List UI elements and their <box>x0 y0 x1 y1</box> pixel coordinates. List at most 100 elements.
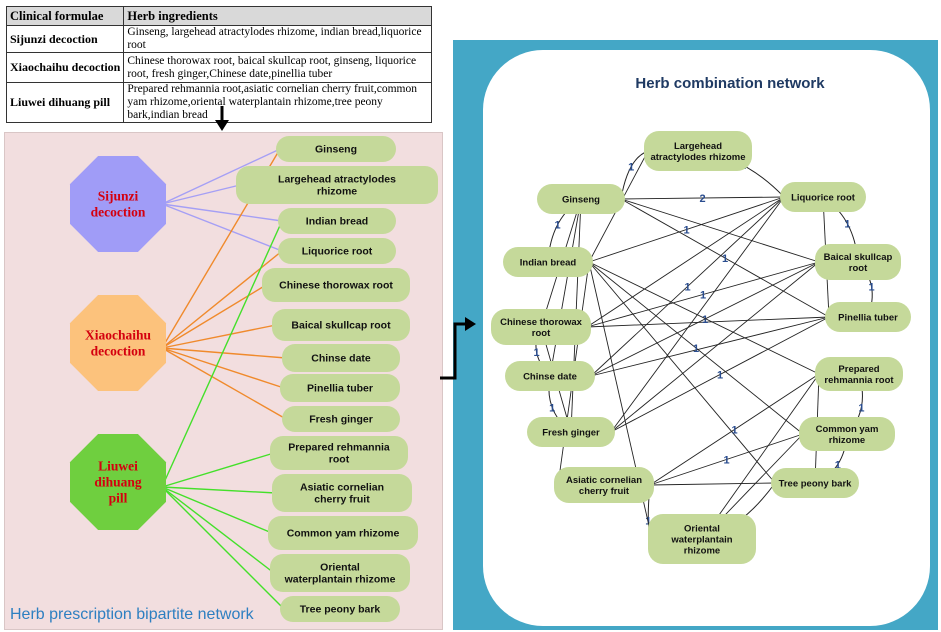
network-node-pinellia-tuber <box>825 302 911 332</box>
network-label-pinellia-tuber: Pinellia tuber <box>838 312 898 323</box>
bipartite-title: Herb prescription bipartite network <box>10 606 254 623</box>
network-edge-weight: 2 <box>699 193 705 205</box>
network-edge-weight: 1 <box>844 219 850 231</box>
herb-node-chinese-thorowax-root <box>262 268 410 302</box>
network-edge-indian-bread-prepared-rehmannia-root <box>588 261 820 375</box>
herb-label-tree-peony-bark: Tree peony bark <box>300 604 381 616</box>
network-node-common-yam-rhizome <box>799 417 895 451</box>
network-edge-weight: 1 <box>868 282 874 294</box>
network-edge-weight: 1 <box>693 343 699 355</box>
network-edge-weight: 1 <box>684 282 690 294</box>
network-edge-weight: 1 <box>549 402 555 414</box>
network-title: Herb combination network <box>635 75 825 92</box>
network-edge-weight: 1 <box>731 425 737 437</box>
network-edge-weight: 1 <box>722 253 728 265</box>
network-node-indian-bread <box>503 247 593 277</box>
herb-node-indian-bread <box>278 208 396 234</box>
herb-label-indian-bread: Indian bread <box>306 216 368 228</box>
herb-node-common-yam-rhizome <box>268 516 418 550</box>
herb-node-prepared-rehmannia-root <box>270 436 408 470</box>
herb-node-fresh-ginger <box>282 406 400 432</box>
network-edge-prepared-rehmannia-root-asiatic-cornelian-cherry-fruit <box>649 373 820 486</box>
network-node-liquorice-root <box>780 182 866 212</box>
herb-label-chinse-date: Chinse date <box>311 353 371 365</box>
herb-node-largehead-atractylodes-rhizome <box>236 166 438 204</box>
herb-node-chinse-date <box>282 344 400 372</box>
network-node-prepared-rehmannia-root <box>815 357 903 391</box>
formula-node-xiaochaihu-decoction <box>70 295 166 391</box>
network-label-liquorice-root: Liquorice root <box>791 192 856 203</box>
bipartite-edge-xiaochaihu-decoction-chinese-thorowax-root <box>161 284 267 349</box>
bipartite-edge-xiaochaihu-decoction-liquorice-root <box>161 250 283 349</box>
network-edge-baical-skullcap-root-fresh-ginger <box>610 261 820 433</box>
network-edge-ginseng-chinse-date <box>549 198 582 377</box>
herb-label-baical-skullcap-root: Baical skullcap root <box>291 320 391 332</box>
network-node-largehead-atractylodes-rhizome <box>644 131 752 171</box>
formula-table: Clinical formulae Herb ingredients Sijun… <box>5 6 433 123</box>
arrow-down-head <box>215 120 229 131</box>
arrow-right <box>440 322 466 380</box>
network-node-fresh-ginger <box>527 417 615 447</box>
network-node-asiatic-cornelian-cherry-fruit <box>554 467 654 503</box>
network-node-chinese-thorowax-root <box>491 309 591 345</box>
herb-node-ginseng <box>276 136 396 162</box>
table-cell-ingredients: Chinese thorowax root, baical skullcap r… <box>123 52 433 83</box>
bipartite-edge-sijunzi-decoction-ginseng <box>161 148 281 205</box>
network-label-tree-peony-bark: Tree peony bark <box>779 478 853 489</box>
network-edge-ginseng-baical-skullcap-root <box>620 198 820 263</box>
network-label-fresh-ginger: Fresh ginger <box>542 427 600 438</box>
network-node-baical-skullcap-root <box>815 244 901 280</box>
bipartite-edge-liuwei-dihuang-pill-oriental-waterplantain-rhizome <box>161 486 275 574</box>
bipartite-edge-liuwei-dihuang-pill-prepared-rehmannia-root <box>161 452 275 488</box>
network-edge-indian-bread-common-yam-rhizome <box>588 261 804 435</box>
bipartite-edge-xiaochaihu-decoction-pinellia-tuber <box>161 347 285 389</box>
network-edge-chinese-thorowax-root-baical-skullcap-root <box>586 261 820 328</box>
network-label-indian-bread: Indian bread <box>520 257 577 268</box>
herb-label-common-yam-rhizome: Common yam rhizome <box>287 528 400 540</box>
herb-label-ginseng: Ginseng <box>315 144 357 156</box>
network-label-chinse-date: Chinse date <box>523 371 577 382</box>
table-cell-formula: Xiaochaihu decoction <box>5 52 125 83</box>
network-label-ginseng: Ginseng <box>562 194 600 205</box>
network-edge-weight: 1 <box>858 402 864 414</box>
herb-node-pinellia-tuber <box>280 374 400 402</box>
bipartite-edge-liuwei-dihuang-pill-asiatic-cornelian-cherry-fruit <box>161 486 277 494</box>
bipartite-edge-sijunzi-decoction-largehead-atractylodes-rhizome <box>161 184 241 205</box>
network-edge-weight: 1 <box>700 290 706 302</box>
network-edge-indian-bread-tree-peony-bark <box>588 261 776 484</box>
network-node-ginseng <box>537 184 625 214</box>
network-edge-asiatic-cornelian-cherry-fruit-common-yam-rhizome <box>649 433 804 486</box>
herb-label-fresh-ginger: Fresh ginger <box>309 414 373 426</box>
bipartite-edge-liuwei-dihuang-pill-indian-bread <box>161 220 283 488</box>
bipartite-edge-sijunzi-decoction-liquorice-root <box>161 203 283 252</box>
network-edge-ginseng-liquorice-root <box>620 196 785 200</box>
network-edge-liquorice-root-chinse-date <box>590 196 785 377</box>
bipartite-edge-xiaochaihu-decoction-baical-skullcap-root <box>161 324 277 349</box>
bipartite-edge-liuwei-dihuang-pill-common-yam-rhizome <box>161 486 273 534</box>
network-edge-indian-bread-liquorice-root <box>588 196 785 263</box>
network-edge-weight: 1 <box>723 455 729 467</box>
network-edge-weight: 1 <box>702 314 708 326</box>
arrow-right-head <box>465 317 476 331</box>
network-node-tree-peony-bark <box>771 468 859 498</box>
network-edge-prepared-rehmannia-root-oriental-waterplantain-rhizome <box>701 373 820 540</box>
network-edge-baical-skullcap-root-chinse-date <box>590 261 820 377</box>
network-edge-weight: 1 <box>628 162 634 174</box>
table-cell-ingredients: Prepared rehmannia root,asiatic cornelia… <box>123 82 433 123</box>
network-edge-chinse-date-pinellia-tuber <box>590 316 830 377</box>
network-edge-weight: 1 <box>835 459 841 471</box>
herb-node-oriental-waterplantain-rhizome <box>270 554 410 592</box>
bipartite-edge-xiaochaihu-decoction-fresh-ginger <box>161 347 287 420</box>
herb-node-liquorice-root <box>278 238 396 264</box>
table-cell-ingredients: Ginseng, largehead atractylodes rhizome,… <box>123 25 433 53</box>
